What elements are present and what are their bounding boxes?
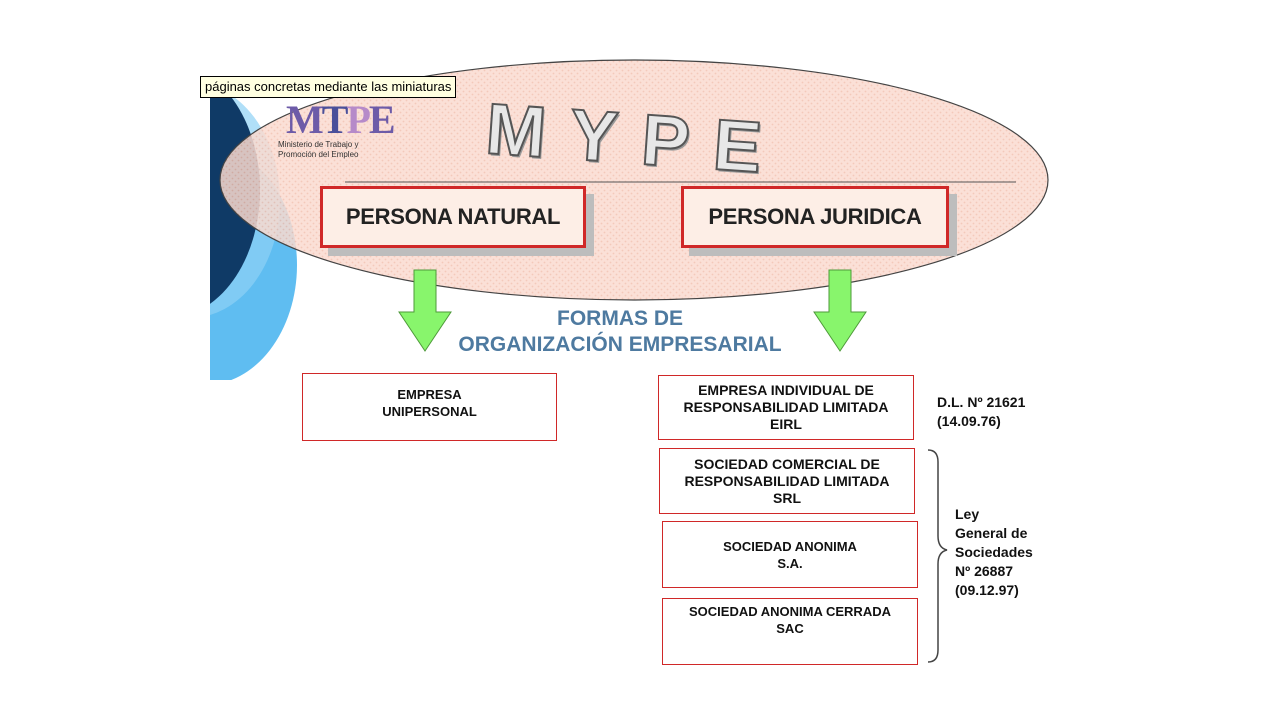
- law-line: General de: [955, 525, 1028, 541]
- mtpe-logo-text: Ministerio de Trabajo y Promoción del Em…: [278, 140, 388, 160]
- law-line: (14.09.76): [937, 413, 1001, 429]
- logo-line-1: Ministerio de Trabajo y: [278, 140, 359, 149]
- form-line: UNIPERSONAL: [382, 404, 477, 419]
- formas-line-2: ORGANIZACIÓN EMPRESARIAL: [458, 333, 782, 356]
- law-line: D.L. Nº 21621: [937, 394, 1026, 410]
- law-line: Ley: [955, 506, 980, 522]
- form-line: RESPONSABILIDAD LIMITADA: [684, 472, 890, 489]
- law-line: (09.12.97): [955, 582, 1019, 598]
- ley-general-sociedades-reference: Ley General de Sociedades Nº 26887 (09.1…: [955, 505, 1033, 600]
- persona-natural-label: PERSONA NATURAL: [345, 204, 561, 229]
- law-line: Sociedades: [955, 544, 1033, 560]
- persona-natural-box: PERSONA NATURAL: [320, 186, 586, 248]
- ley-brace: [927, 449, 948, 663]
- mtpe-logo-mark: MTPE: [286, 96, 396, 143]
- form-line: SOCIEDAD COMERCIAL DE: [694, 455, 880, 472]
- form-line: SAC: [776, 621, 804, 636]
- logo-letter-e: E: [368, 97, 396, 142]
- logo-letter-t: T: [321, 97, 349, 142]
- form-line: S.A.: [777, 555, 803, 571]
- logo-line-2: Promoción del Empleo: [278, 150, 359, 159]
- formas-line-1: FORMAS DE: [557, 307, 683, 330]
- form-line: SOCIEDAD ANONIMA CERRADA: [689, 604, 891, 619]
- arrow-juridica: [813, 269, 867, 352]
- logo-letter-m: M: [286, 97, 324, 142]
- form-line: SOCIEDAD ANONIMA: [723, 538, 857, 554]
- form-line: EMPRESA: [397, 387, 462, 402]
- form-line: SRL: [773, 489, 801, 506]
- persona-juridica-box: PERSONA JURIDICA: [681, 186, 949, 248]
- thumbnail-tooltip: páginas concretas mediante las miniatura…: [200, 76, 457, 98]
- form-eirl: EMPRESA INDIVIDUAL DE RESPONSABILIDAD LI…: [658, 375, 914, 440]
- form-line: EMPRESA INDIVIDUAL DE: [698, 382, 874, 398]
- form-line: RESPONSABILIDAD LIMITADA: [683, 399, 889, 415]
- form-srl: SOCIEDAD COMERCIAL DE RESPONSABILIDAD LI…: [659, 448, 915, 514]
- form-empresa-unipersonal: EMPRESA UNIPERSONAL: [302, 373, 557, 441]
- logo-letter-p: P: [346, 97, 370, 142]
- persona-juridica-label: PERSONA JURIDICA: [708, 204, 922, 229]
- form-line: EIRL: [770, 416, 802, 432]
- form-sac: SOCIEDAD ANONIMA CERRADA SAC: [662, 598, 918, 665]
- form-sa: SOCIEDAD ANONIMA S.A.: [662, 521, 918, 588]
- formas-heading: FORMAS DE ORGANIZACIÓN EMPRESARIAL: [430, 306, 810, 358]
- arrow-natural: [398, 269, 452, 352]
- dl-21621-reference: D.L. Nº 21621 (14.09.76): [937, 393, 1025, 431]
- law-line: Nº 26887: [955, 563, 1014, 579]
